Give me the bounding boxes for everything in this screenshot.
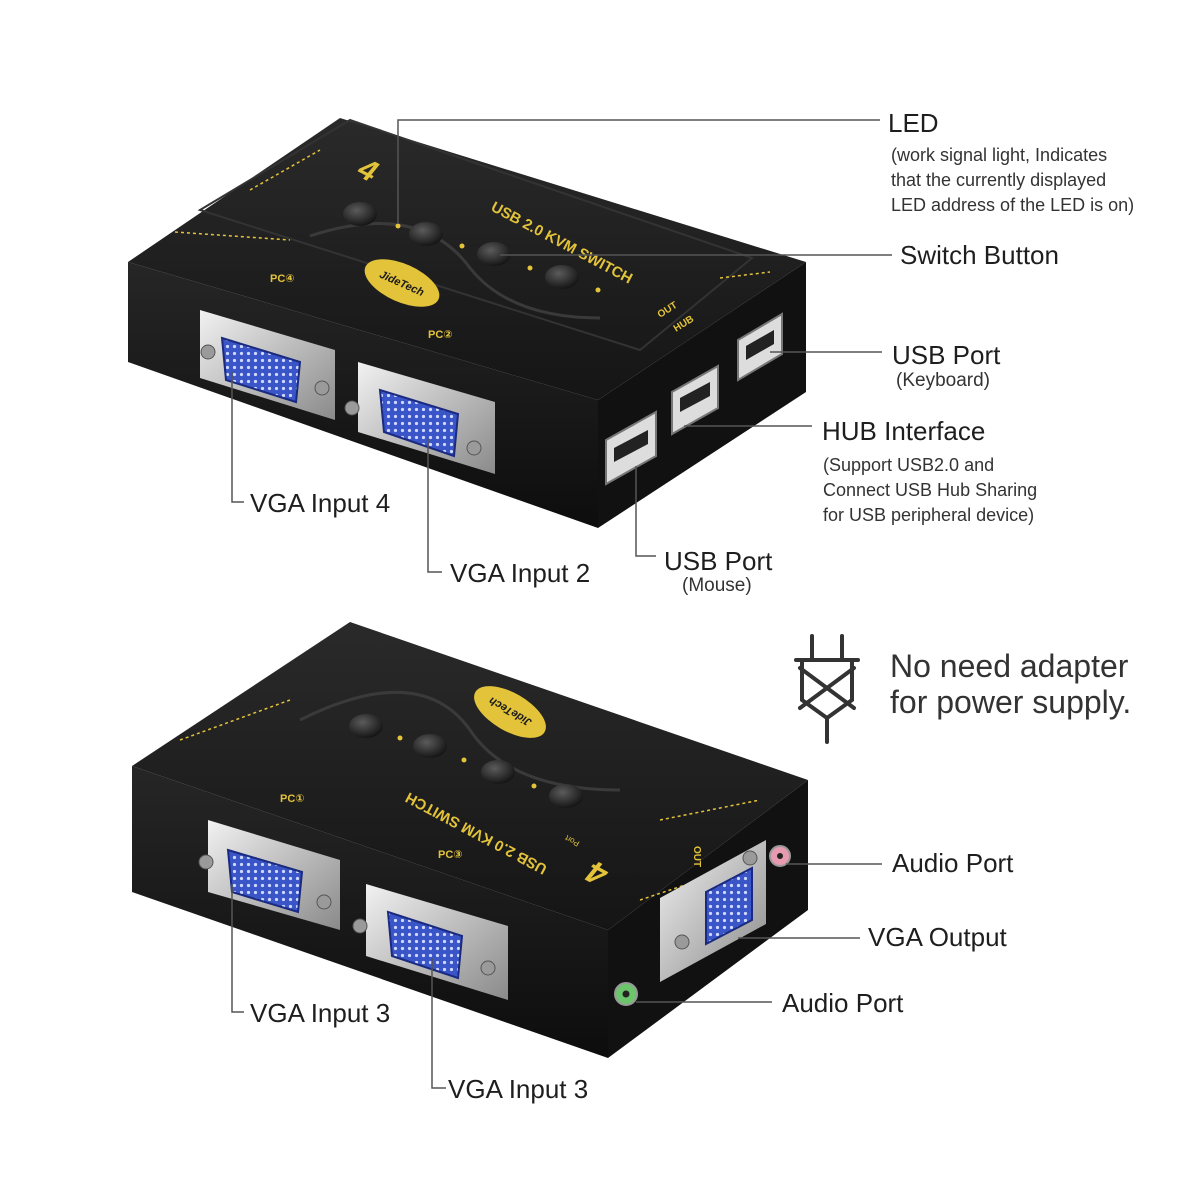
top-pc-label-4: PC④ <box>270 273 295 285</box>
bottom-vga-port-right[interactable] <box>352 884 508 1000</box>
leader-vga-input-3-a <box>231 884 244 1013</box>
top-switch-button-1[interactable] <box>343 202 377 226</box>
audio-port-top-callout: Audio Port <box>892 848 1014 878</box>
top-led-2 <box>459 243 465 249</box>
bottom-audio-port-green[interactable] <box>614 982 638 1006</box>
top-device-lid-curve <box>309 222 601 320</box>
top-usb-port-hub[interactable] <box>671 364 719 436</box>
bottom-led-2 <box>461 757 467 763</box>
led-callout-desc-1: (work signal light, Indicates <box>891 145 1108 165</box>
led-callout-desc-3: LED address of the LED is on) <box>891 195 1135 215</box>
audio-port-bottom-callout: Audio Port <box>782 988 904 1018</box>
top-led-1 <box>395 223 401 229</box>
bottom-device-lid-curve <box>299 690 621 792</box>
bottom-pc-label-3: PC③ <box>438 849 463 861</box>
vga-input-3-a-callout: VGA Input 3 <box>250 998 391 1028</box>
top-vga-port-4[interactable] <box>200 310 335 420</box>
usb-mouse-callout-title: USB Port <box>664 546 773 576</box>
top-device-gold-guide <box>174 149 771 279</box>
led-callout-title: LED <box>888 108 939 138</box>
bottom-kvm-device: JideTech USB 2.0 KVM SWITCH 4 Port PC① P… <box>132 622 808 1058</box>
hub-callout-desc-2: Connect USB Hub Sharing <box>823 480 1038 500</box>
hub-callout-desc-1: (Support USB2.0 and <box>823 455 995 475</box>
top-switch-buttons <box>343 202 579 289</box>
leader-usb-mouse <box>635 466 656 557</box>
top-vga-port-2[interactable] <box>344 362 495 474</box>
bottom-pc-label-1: PC① <box>280 793 305 805</box>
top-switch-button-4[interactable] <box>545 265 579 289</box>
bottom-switch-button-4[interactable] <box>549 784 583 808</box>
bottom-switch-button-3[interactable] <box>481 760 515 784</box>
leader-lines <box>231 119 892 1089</box>
bottom-brand-logo-oval <box>474 686 546 738</box>
usb-keyboard-callout-sub: (Keyboard) <box>896 370 990 391</box>
vga-input-4-callout: VGA Input 4 <box>250 488 391 518</box>
top-device-top-panel <box>197 118 755 352</box>
bottom-switch-button-1[interactable] <box>349 714 383 738</box>
leader-vga-input-2 <box>427 438 442 573</box>
switch-button-callout: Switch Button <box>900 240 1059 270</box>
power-note-line-2: for power supply. <box>890 684 1132 720</box>
hub-callout-desc-3: for USB peripheral device) <box>823 505 1035 525</box>
top-switch-button-3[interactable] <box>477 242 511 266</box>
top-usb-port-mouse[interactable] <box>605 410 657 486</box>
top-brand-logo-oval <box>364 259 440 307</box>
bottom-switch-buttons <box>349 714 583 808</box>
bottom-vga-output-port[interactable] <box>660 840 766 982</box>
top-device-top-face <box>128 118 806 400</box>
bottom-vga-port-left[interactable] <box>198 820 340 930</box>
leader-led <box>397 119 880 224</box>
bottom-led-3 <box>531 783 537 789</box>
usb-keyboard-callout-title: USB Port <box>892 340 1001 370</box>
power-note-line-1: No need adapter <box>890 648 1129 684</box>
no-power-adapter-icon <box>794 634 860 744</box>
top-pc-label-2: PC② <box>428 329 453 341</box>
led-callout-desc-2: that the currently displayed <box>891 170 1107 190</box>
usb-mouse-callout-sub: (Mouse) <box>682 575 752 596</box>
hub-callout-title: HUB Interface <box>822 416 986 446</box>
bottom-device-top-face <box>132 622 808 930</box>
vga-output-callout: VGA Output <box>868 922 1007 952</box>
leader-vga-input-4 <box>231 372 244 503</box>
bottom-out-label: OUT <box>691 846 702 867</box>
top-led-4 <box>595 287 601 293</box>
bottom-switch-button-2[interactable] <box>413 734 447 758</box>
top-usb-port-keyboard[interactable] <box>737 312 783 382</box>
top-switch-button-2[interactable] <box>409 222 443 246</box>
top-kvm-device: JideTech USB 2.0 KVM SWITCH 4 PC④ PC② OU… <box>128 118 806 528</box>
bottom-led-1 <box>397 735 403 741</box>
leader-vga-input-3-b <box>431 958 446 1089</box>
vga-input-2-callout: VGA Input 2 <box>450 558 591 588</box>
bottom-led-indicators <box>397 735 537 789</box>
bottom-audio-port-pink[interactable] <box>769 845 791 867</box>
top-led-indicators <box>395 223 601 293</box>
bottom-device-gold-guide <box>179 699 761 901</box>
top-led-3 <box>527 265 533 271</box>
vga-input-3-b-callout: VGA Input 3 <box>448 1074 589 1104</box>
